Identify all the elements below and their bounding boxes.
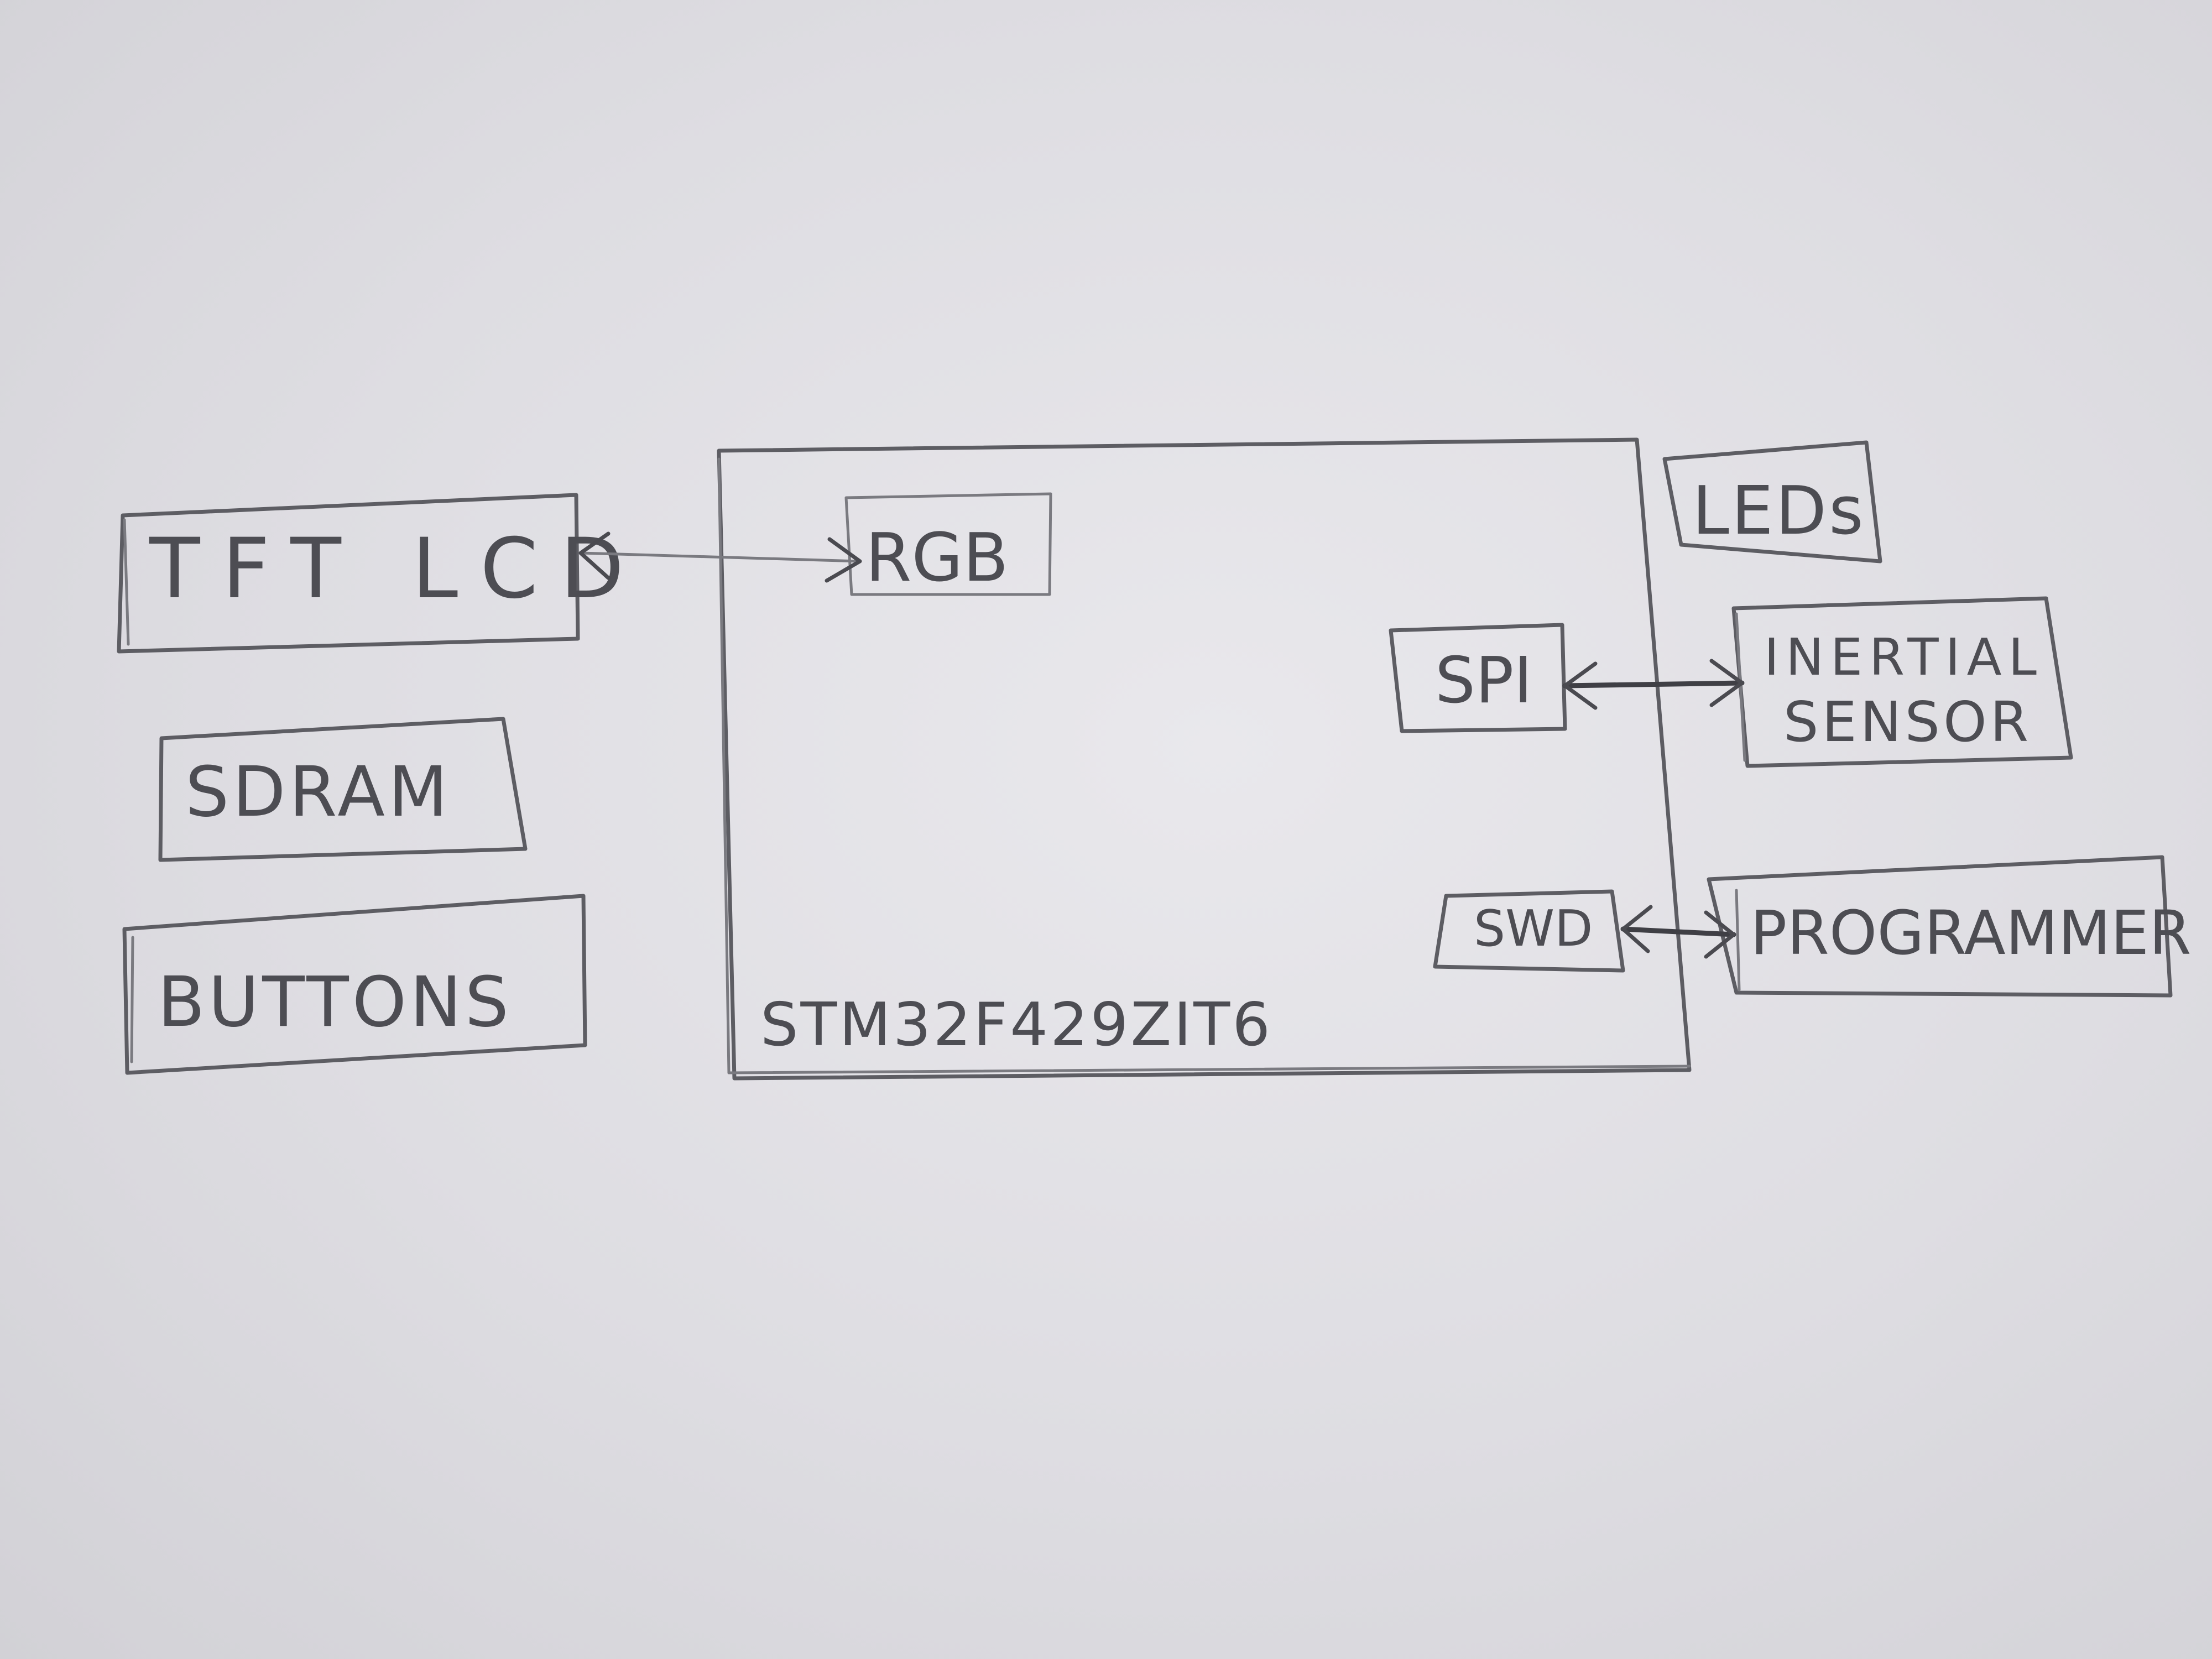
spi-port: SPI [1389,623,1567,733]
buttons-label: BUTTONS [158,962,512,1042]
mcu-block: STM32F429ZIT6 [717,437,1692,1081]
programmer-label: PROGRAMMER [1750,898,2192,968]
sdram-block: SDRAM [158,717,528,862]
connection-spi-inertial-sensor [1562,659,1745,710]
inertial-sensor-label-line1: INERTIAL [1764,628,2043,687]
rgb-port-label: RGB [865,520,1009,597]
leds-label: LEDs [1692,473,1866,550]
tft-lcd-block: TFT LCD [117,493,646,654]
connection-swd-programmer [1620,905,1736,959]
inertial-sensor-block: INERTIAL SENSOR [1731,596,2073,768]
buttons-block: BUTTONS [122,894,587,1075]
programmer-block: PROGRAMMER [1707,855,2192,998]
leds-block: LEDs [1662,440,1882,564]
sdram-label: SDRAM [185,752,451,832]
tft-lcd-label: TFT LCD [149,521,646,617]
inertial-sensor-label-line2: SENSOR [1783,690,2032,754]
swd-port-label: SWD [1474,900,1593,958]
mcu-part-number: STM32F429ZIT6 [760,990,1272,1060]
rgb-port: RGB [844,492,1052,597]
connection-tft-lcd-rgb [578,531,862,583]
spi-port-label: SPI [1435,644,1532,718]
swd-port: SWD [1433,889,1625,973]
